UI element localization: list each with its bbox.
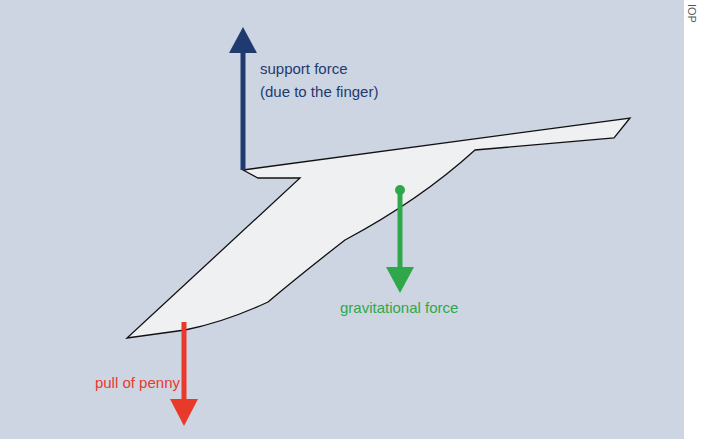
- force-label: pull of penny: [95, 371, 180, 394]
- force-label: gravitational force: [340, 296, 458, 319]
- force-label: support force (due to the finger): [260, 57, 381, 103]
- balancing-bird: [127, 118, 630, 338]
- support-force-arrow: [229, 27, 257, 170]
- gravitational-force-arrow: [386, 185, 414, 293]
- watermark: IOP: [685, 4, 699, 23]
